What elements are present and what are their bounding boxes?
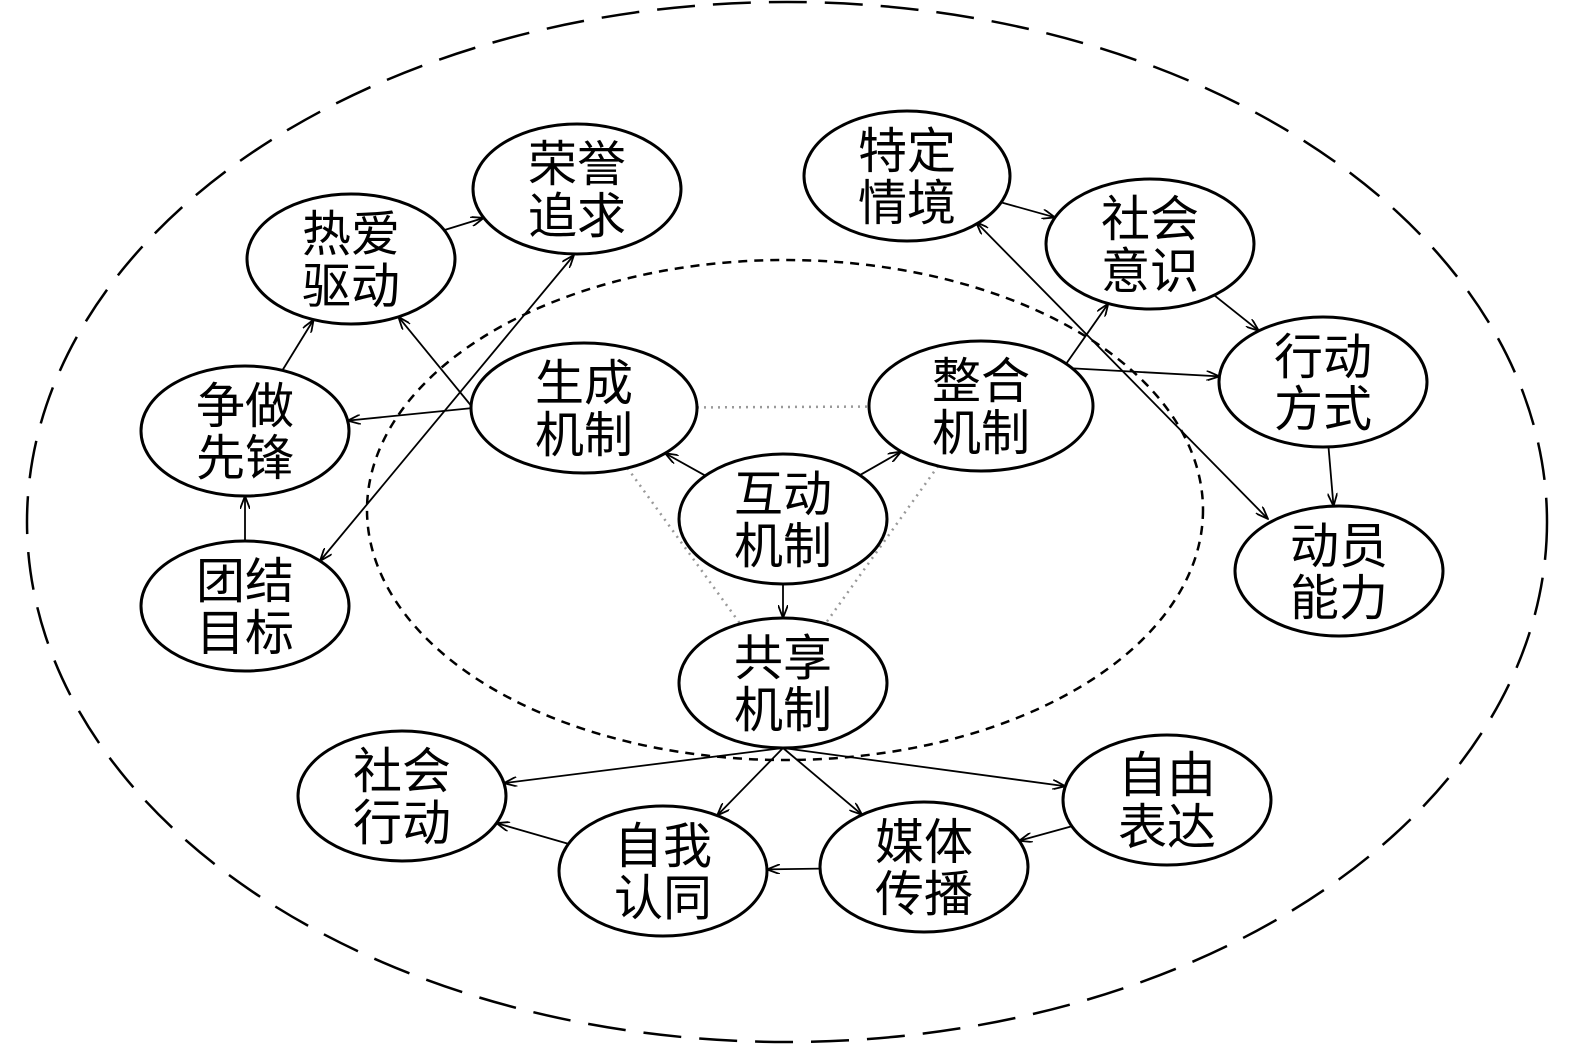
node-meiti-label-line2: 传播	[875, 866, 973, 923]
edge-tuanjie-to-rongyu	[320, 255, 574, 561]
node-shehuiyishi-shape	[1044, 177, 1256, 311]
node-xingdong-label-line2: 方式	[1274, 381, 1372, 438]
node-tuanjie-label-line2: 目标	[196, 605, 294, 662]
node-huodong-label-line2: 机制	[734, 518, 832, 575]
edge-zhenghe-to-gongxiang	[824, 465, 940, 625]
node-dongyuan-label-line1: 动员	[1290, 518, 1388, 575]
node-xingdong-label-line1: 行动	[1274, 329, 1372, 386]
edge-shengcheng-to-zhengzuo	[348, 407, 474, 421]
node-shehuixingdong-label-line2: 行动	[353, 795, 451, 852]
node-shengcheng-label-line2: 机制	[535, 407, 633, 464]
node-ziyou-shape	[1061, 733, 1273, 867]
edge-teding-to-shehuiyishi	[1000, 201, 1055, 217]
node-zhenghe-label-line1: 整合	[932, 353, 1030, 410]
edge-reai-to-rongyu	[443, 218, 484, 231]
node-tuanjie-shape	[139, 539, 351, 673]
edge-shengcheng-to-reai	[398, 317, 474, 409]
node-rongyu-label-line1: 荣誉	[528, 136, 626, 193]
node-zhenghe-shape	[867, 339, 1095, 473]
node-shehuixingdong-shape	[296, 729, 508, 863]
node-dongyuan-label-line2: 能力	[1290, 570, 1388, 627]
edge-shehuiyishi-to-xingdong	[1213, 294, 1259, 331]
edge-layer	[245, 201, 1334, 870]
node-ziwo-shape	[557, 804, 769, 938]
node-gongxiang-label-line1: 共享	[734, 630, 832, 687]
node-zhengzuo-label-line2: 先锋	[196, 430, 294, 487]
node-teding-label-line2: 情境	[858, 175, 956, 232]
edge-huodong-to-zhenghe	[859, 452, 901, 476]
edge-meiti-to-ziwo	[767, 869, 821, 870]
node-ziwo-label-line2: 认同	[614, 870, 712, 927]
node-meiti-shape	[818, 800, 1030, 934]
node-reai-label-line2: 驱动	[302, 258, 400, 315]
node-dongyuan-shape	[1233, 504, 1445, 638]
node-reai-label-line1: 热爱	[302, 206, 400, 263]
node-gongxiang-shape	[677, 616, 889, 750]
node-teding-label-line1: 特定	[858, 123, 956, 180]
node-xingdong-shape	[1217, 315, 1429, 449]
edge-gongxiang-to-shehuixingdong	[504, 747, 784, 783]
node-teding-shape	[802, 109, 1012, 243]
node-zhengzuo-label-line1: 争做	[196, 378, 294, 435]
node-rongyu-label-line2: 追求	[528, 188, 626, 245]
edge-zhengzuo-to-reai	[281, 320, 313, 371]
outer-boundary	[25, 0, 1549, 1044]
edge-gongxiang-to-ziwo	[717, 747, 784, 816]
node-zhengzuo-shape	[139, 364, 351, 498]
node-ziyou-label-line2: 表达	[1118, 799, 1216, 856]
edge-ziyou-to-meiti	[1019, 825, 1073, 841]
edge-huodong-to-shengcheng	[665, 453, 706, 477]
node-zhenghe-label-line2: 机制	[932, 405, 1030, 462]
node-shehuiyishi-label-line2: 意识	[1101, 243, 1199, 300]
node-layer: 互动机制生成机制整合机制共享机制荣誉追求热爱驱动争做先锋团结目标特定情境社会意识…	[139, 109, 1445, 938]
edge-gongxiang-to-ziyou	[782, 747, 1065, 786]
edge-zhenghe-to-shehuiyishi	[1065, 304, 1108, 365]
node-shehuixingdong-label-line1: 社会	[353, 743, 451, 800]
edge-teding-to-dongyuan	[976, 222, 1268, 519]
node-ziyou-label-line1: 自由	[1118, 747, 1216, 804]
node-shengcheng-label-line1: 生成	[535, 355, 633, 412]
edge-gongxiang-to-meiti	[782, 747, 862, 815]
node-gongxiang-label-line2: 机制	[734, 682, 832, 739]
edge-xingdong-to-dongyuan	[1328, 446, 1333, 506]
edge-ziwo-to-shehuixingdong	[496, 823, 569, 845]
node-huodong-shape	[677, 452, 889, 586]
node-shengcheng-shape	[469, 341, 699, 475]
edge-zhenghe-to-xingdong	[1065, 367, 1219, 376]
node-rongyu-shape	[471, 122, 683, 256]
edge-shengcheng-to-zhenghe	[696, 405, 870, 409]
node-tuanjie-label-line1: 团结	[196, 553, 294, 610]
node-ziwo-label-line1: 自我	[614, 818, 712, 875]
node-reai-shape	[245, 192, 457, 326]
node-meiti-label-line1: 媒体	[875, 814, 973, 871]
node-huodong-label-line1: 互动	[734, 466, 832, 523]
node-shehuiyishi-label-line1: 社会	[1101, 191, 1199, 248]
